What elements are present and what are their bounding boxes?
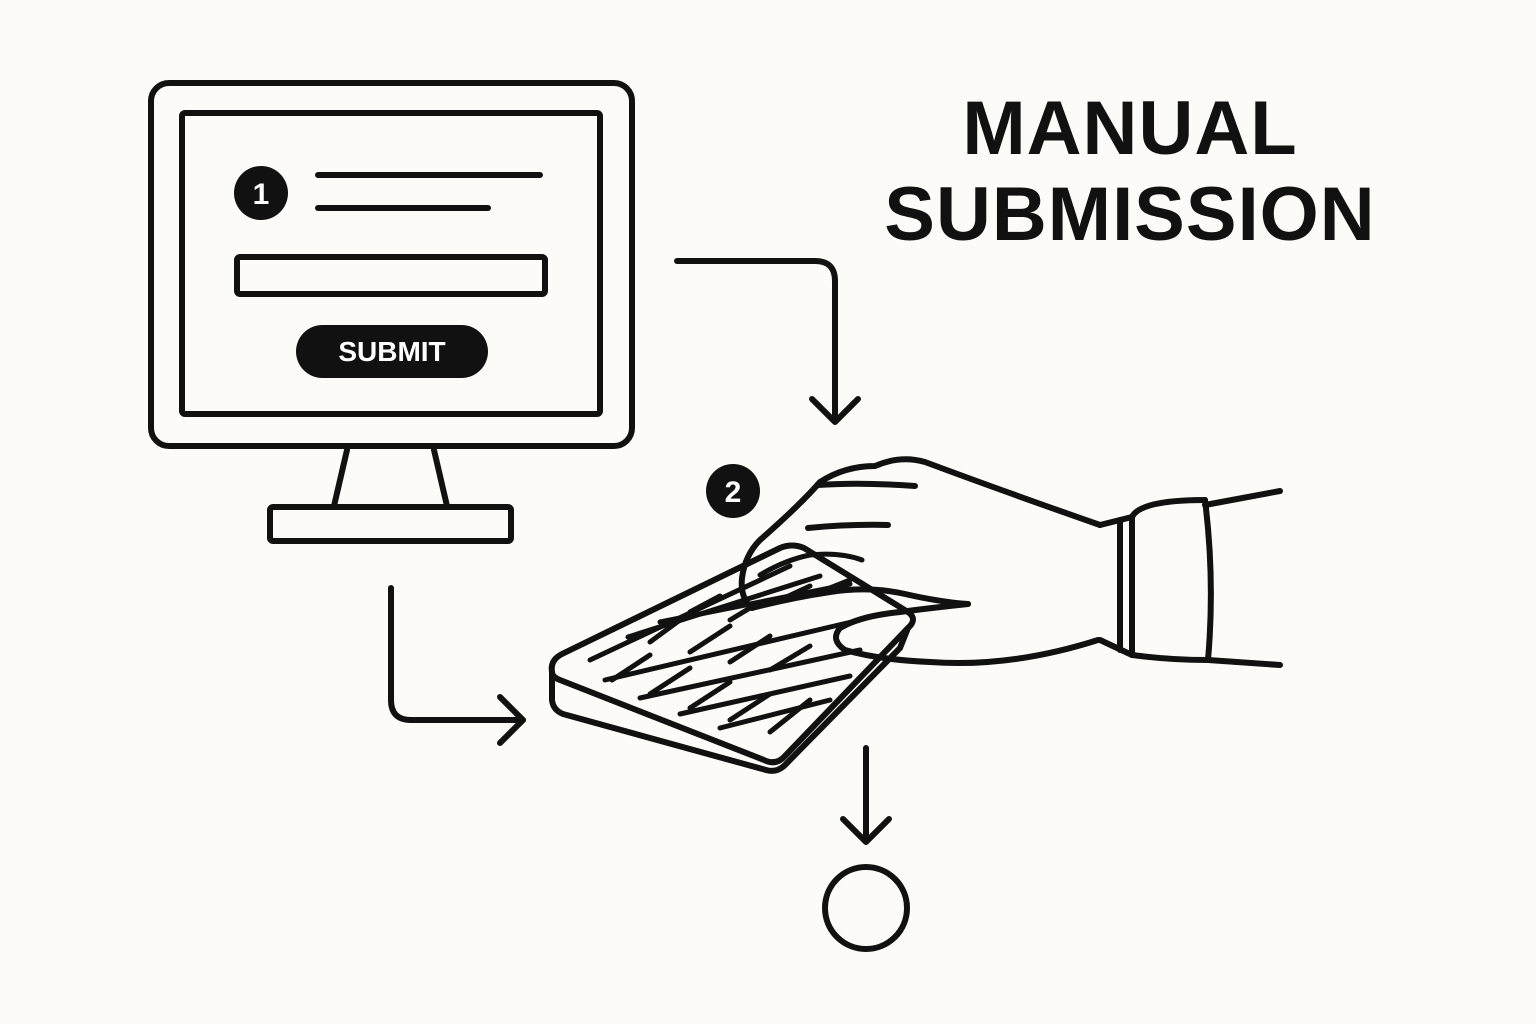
arrow-icon [674, 258, 861, 425]
title-line-1: MANUAL [962, 86, 1298, 171]
hand-icon [738, 456, 1283, 668]
keyboard-icon [548, 542, 916, 774]
step-2-badge: 2 [706, 464, 760, 518]
form-mockup: 1 SUBMIT [234, 166, 548, 378]
monitor-icon [148, 80, 635, 544]
submit-button[interactable]: SUBMIT [296, 325, 488, 378]
step-1-number: 1 [253, 178, 270, 211]
diagram-title: MANUAL SUBMISSION [860, 86, 1400, 258]
step-1-badge: 1 [234, 166, 288, 220]
submit-button-label: SUBMIT [338, 336, 445, 367]
arrow-icon [388, 585, 526, 746]
form-input-field[interactable] [234, 254, 548, 297]
title-line-2: SUBMISSION [884, 172, 1376, 257]
circle-result-icon [822, 864, 910, 952]
step-2-number: 2 [725, 476, 742, 509]
arrow-icon [840, 745, 892, 845]
